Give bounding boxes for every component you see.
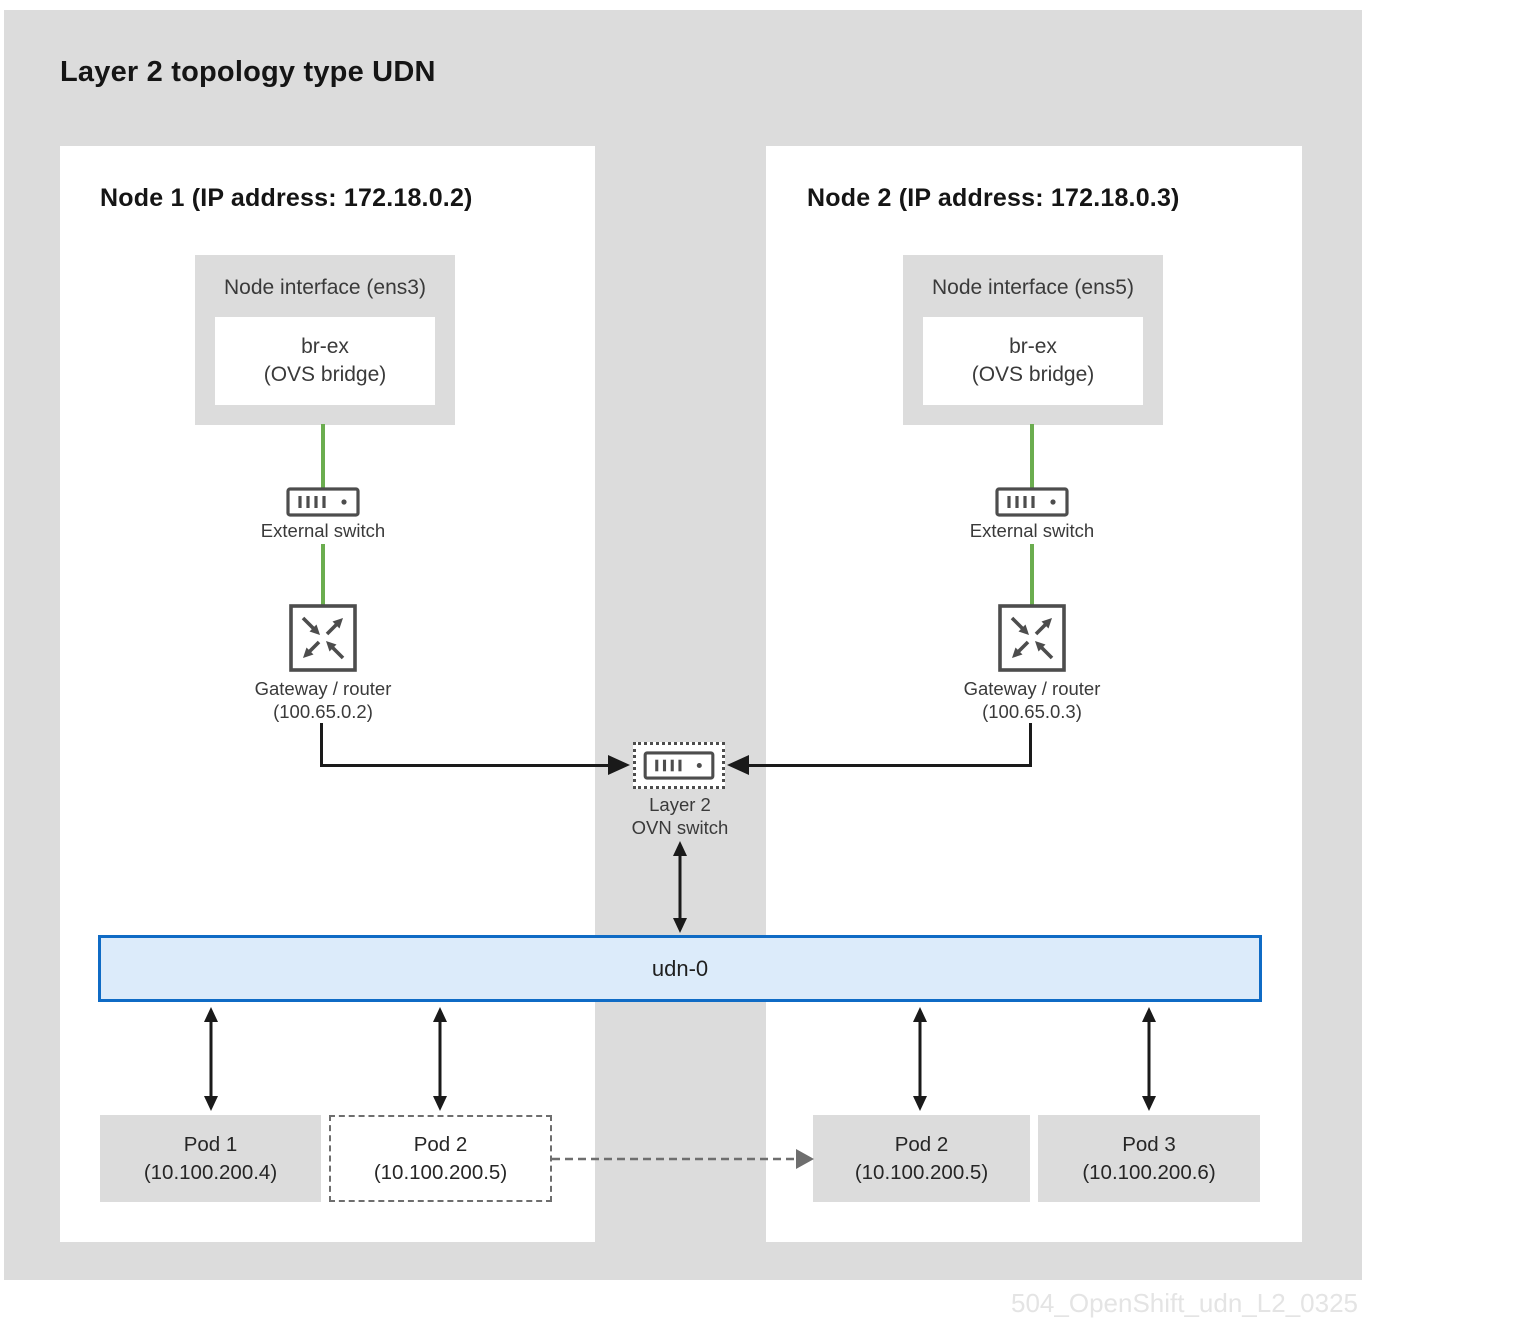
pod-name: Pod 3 <box>1122 1132 1176 1156</box>
pod-ip: (10.100.200.5) <box>373 1160 508 1184</box>
udn-label: udn-0 <box>651 955 709 981</box>
node1-gateway-router-icon <box>289 604 357 672</box>
node1-header: Node 1 (IP address: 172.18.0.2) <box>100 184 473 212</box>
layer2-ovn-switch-box <box>633 742 725 789</box>
pod3-bidirectional-arrow <box>1142 1007 1156 1111</box>
pod-name: Pod 2 <box>894 1132 949 1156</box>
node2-interface-label: Node interface (ens5) <box>932 276 1134 299</box>
node1-brex-type: (OVS bridge) <box>263 363 387 386</box>
node2-gateway-label-line1: Gateway / router <box>963 678 1101 699</box>
node2-brex-type: (OVS bridge) <box>971 363 1095 386</box>
node1-gateway-label-line1: Gateway / router <box>254 678 392 699</box>
node1-external-switch-label: External switch <box>260 520 386 541</box>
node2-external-switch-icon <box>995 487 1069 517</box>
node2-pod2-box: Pod 2 (10.100.200.5) <box>813 1115 1030 1202</box>
node2-brex-to-switch-link <box>1030 424 1034 488</box>
ovn-to-udn-bidirectional-arrow <box>673 841 687 933</box>
node2-interface-box: Node interface (ens5) br-ex (OVS bridge) <box>903 255 1163 425</box>
node1-connector-arrowhead-icon <box>608 755 630 775</box>
node1-gateway-connector-vertical <box>320 723 323 767</box>
layer2-ovn-switch-icon <box>643 751 715 780</box>
node2-header: Node 2 (IP address: 172.18.0.3) <box>807 184 1180 212</box>
node2-switch-to-gateway-link <box>1030 544 1034 605</box>
node1-gateway-connector-horizontal <box>320 764 610 767</box>
pod2-bidirectional-arrow <box>433 1007 447 1111</box>
pod-name: Pod 2 <box>413 1132 468 1156</box>
node1-pod2-box-dashed: Pod 2 (10.100.200.5) <box>329 1115 552 1202</box>
node2-gateway-ip: (100.65.0.3) <box>982 700 1082 722</box>
node1-gateway-ip: (100.65.0.2) <box>273 700 373 722</box>
node1-brex-name: br-ex <box>301 335 349 359</box>
pod-name: Pod 1 <box>183 1132 238 1156</box>
node1-pod1-box: Pod 1 (10.100.200.4) <box>100 1115 321 1202</box>
node2-gateway-router-label: Gateway / router (100.65.0.3) <box>932 678 1132 723</box>
node2-connector-arrowhead-icon <box>727 755 749 775</box>
node2-external-switch-label: External switch <box>969 520 1095 541</box>
node1-interface-box: Node interface (ens3) br-ex (OVS bridge) <box>195 255 455 425</box>
ovn-label-line2: OVN switch <box>631 816 729 838</box>
node2-brex-name: br-ex <box>1009 335 1057 359</box>
layer2-ovn-switch-label: Layer 2 OVN switch <box>605 794 755 839</box>
watermark: 504_OpenShift_udn_L2_0325 <box>1011 1288 1358 1318</box>
node1-brex-box: br-ex (OVS bridge) <box>215 317 435 405</box>
node1-switch-to-gateway-link <box>321 544 325 605</box>
node2-pod3-box: Pod 3 (10.100.200.6) <box>1038 1115 1260 1202</box>
pod-ip: (10.100.200.5) <box>854 1160 989 1184</box>
node2-gateway-connector-vertical <box>1029 723 1032 767</box>
node2-gateway-router-icon <box>998 604 1066 672</box>
pod-ip: (10.100.200.6) <box>1082 1160 1216 1184</box>
pod-ip: (10.100.200.4) <box>143 1160 278 1184</box>
node1-gateway-router-label: Gateway / router (100.65.0.2) <box>223 678 423 723</box>
pod2b-bidirectional-arrow <box>913 1007 927 1111</box>
pod1-bidirectional-arrow <box>204 1007 218 1111</box>
node1-interface-label: Node interface (ens3) <box>224 276 426 299</box>
pod2-migration-dashed-arrow <box>552 1149 814 1169</box>
ovn-label-line1: Layer 2 <box>649 794 711 815</box>
node2-brex-box: br-ex (OVS bridge) <box>923 317 1143 405</box>
node2-gateway-connector-horizontal <box>749 764 1032 767</box>
udn-network-bar: udn-0 <box>98 935 1262 1002</box>
node1-brex-to-switch-link <box>321 424 325 488</box>
diagram-title: Layer 2 topology type UDN <box>60 56 436 88</box>
node1-external-switch-icon <box>286 487 360 517</box>
